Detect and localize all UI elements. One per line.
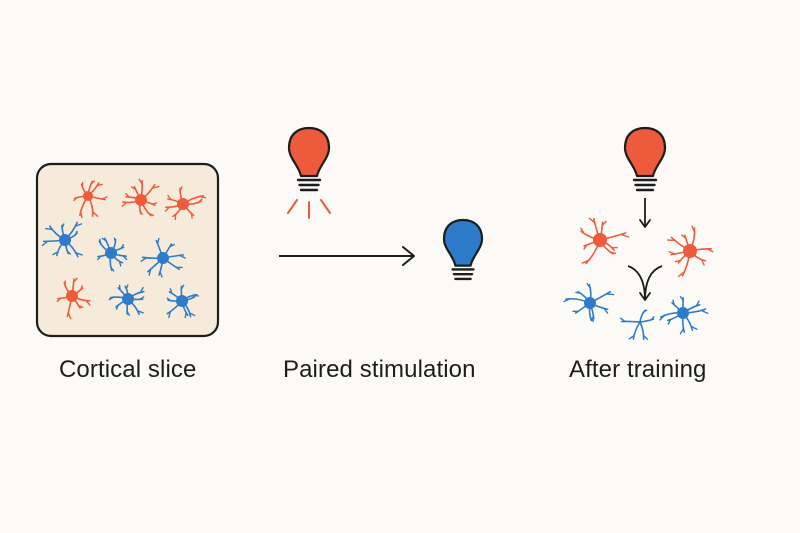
slice-neurons: [41, 178, 207, 320]
red-lightbulb-icon: [623, 126, 667, 192]
caption-cortical-slice: Cortical slice: [59, 356, 197, 383]
light-rays-icon: [287, 199, 331, 219]
inhibitory-neuron: [166, 284, 199, 319]
inhibitory-neuron: [659, 295, 709, 335]
inhibitory-neuron: [140, 237, 186, 278]
excitatory-neuron: [580, 217, 630, 265]
convergence-arrows-icon: [627, 265, 663, 301]
inhibitory-neuron-fragment: [619, 309, 655, 341]
excitatory-neuron: [73, 180, 108, 219]
paired-stimulation-panel: [279, 126, 484, 281]
inhibitory-neuron: [108, 284, 145, 316]
blue-lightbulb-icon: [442, 218, 484, 281]
arrow-down-icon: [639, 198, 651, 228]
after-neurons: [563, 217, 714, 341]
caption-paired-stimulation: Paired stimulation: [283, 356, 476, 383]
cortical-slice-panel: [35, 162, 220, 338]
excitatory-neuron: [666, 225, 714, 278]
inhibitory-neuron: [97, 237, 128, 272]
excitatory-neuron: [121, 178, 160, 217]
inhibitory-neuron: [563, 282, 615, 323]
red-lightbulb-icon: [287, 126, 331, 192]
excitatory-neuron: [164, 186, 207, 221]
excitatory-neuron: [56, 277, 91, 320]
inhibitory-neuron: [41, 221, 83, 258]
arrow-right-icon: [279, 246, 415, 266]
after-training-panel: [563, 126, 714, 341]
caption-after-training: After training: [569, 356, 707, 383]
